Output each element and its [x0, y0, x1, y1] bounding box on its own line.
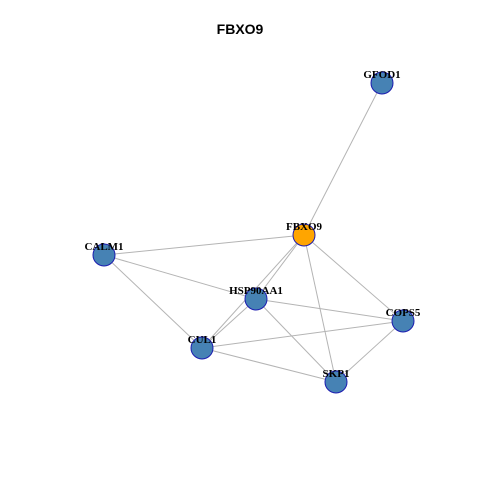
node-cops5: [391, 309, 415, 333]
edge-hsp90aa1-skp1: [255, 298, 337, 383]
node-label-skp1: SKP1: [323, 368, 350, 380]
figure-title: FBXO9: [216, 21, 264, 37]
node-hsp90aa1: [244, 287, 268, 311]
edge-fbxo9-hsp90aa1: [255, 234, 305, 300]
node-label-cops5: COPS5: [386, 307, 421, 319]
node-gfod1: [370, 71, 394, 95]
node-label-fbxo9: FBXO9: [286, 221, 323, 233]
node-label-calm1: CALM1: [84, 241, 123, 253]
edge-gfod1-fbxo9: [303, 82, 383, 236]
edge-layer: [103, 82, 404, 383]
edge-cul1-cops5: [201, 320, 404, 349]
edge-hsp90aa1-cul1: [201, 298, 257, 349]
edge-hsp90aa1-cops5: [255, 298, 404, 322]
edge-calm1-cul1: [103, 254, 203, 349]
node-calm1: [92, 243, 116, 267]
edge-cul1-skp1: [201, 347, 337, 383]
edge-calm1-hsp90aa1: [103, 254, 257, 300]
edge-skp1-cops5: [335, 320, 404, 383]
edge-fbxo9-calm1: [103, 234, 305, 256]
edge-fbxo9-cops5: [303, 234, 404, 322]
node-layer: [92, 71, 415, 394]
node-fbxo9: [292, 223, 316, 247]
node-label-cul1: CUL1: [188, 334, 217, 346]
node-label-gfod1: GFOD1: [363, 69, 400, 81]
node-skp1: [324, 370, 348, 394]
node-label-hsp90aa1: HSP90AA1: [229, 285, 283, 297]
node-cul1: [190, 336, 214, 360]
